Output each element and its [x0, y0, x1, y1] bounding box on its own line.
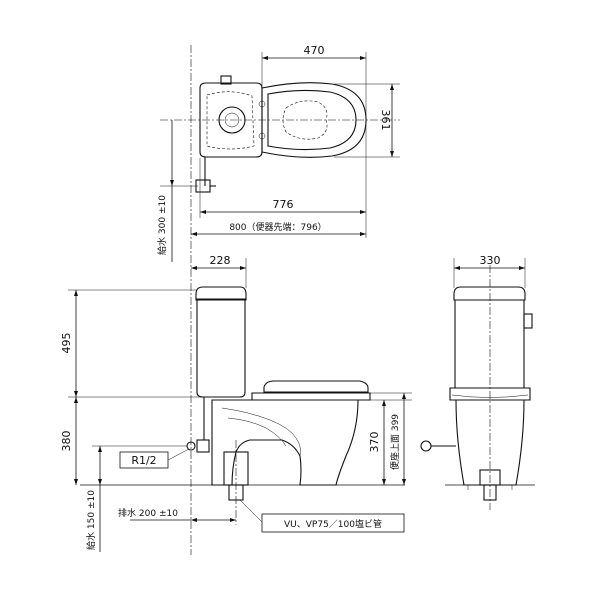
plan-view: 470 361 776 800（便器先端：796） 給水 300 ±10	[156, 44, 400, 262]
dim-470-label: 470	[304, 44, 325, 57]
dim-drain200-arrow-r	[230, 518, 236, 522]
dim-361-label: 361	[379, 110, 392, 131]
plan-stop-valve	[195, 179, 211, 193]
dim-800-arrow-r	[360, 232, 366, 236]
dim-361-arrow-t	[390, 84, 394, 90]
dim-supply300-label: 給水 300 ±10	[156, 195, 168, 255]
dim-380-arrow-t	[74, 397, 78, 403]
front-seat	[251, 392, 371, 401]
dim-495-label: 495	[60, 333, 73, 354]
plan-tank-lever	[220, 75, 232, 85]
plan-bowl-inner	[267, 89, 357, 151]
front-bowl-trap-inner	[227, 417, 287, 447]
dim-399-arrow-b	[402, 479, 406, 485]
dim-495-arrow-t	[74, 290, 78, 296]
dim-470-arrow-r	[360, 56, 366, 60]
dim-drain200-arrow-l	[191, 518, 197, 522]
plan-tank-inner-dashed	[206, 91, 255, 150]
side-tank-lever	[523, 313, 533, 329]
dim-495-arrow-b	[74, 391, 78, 397]
front-tank	[195, 286, 247, 301]
dim-361-arrow-b	[390, 151, 394, 157]
dim-470-arrow-l	[262, 56, 268, 60]
dim-399-label: 便座上面 399	[389, 414, 401, 470]
dim-supply150-arrow	[98, 446, 102, 452]
dim-776-label: 776	[273, 198, 294, 211]
plan-seat-hinge-left	[258, 100, 266, 108]
dim-776-arrow-r	[360, 210, 366, 214]
plan-seat-hinge-right	[258, 132, 266, 140]
plan-tank-valve-inner	[224, 112, 240, 128]
callout-r12-leader	[167, 448, 190, 461]
plan-tank-valve	[218, 106, 246, 134]
side-supply-connector	[420, 440, 432, 452]
dim-228-arrow-l	[191, 266, 197, 270]
callout-pipe-box	[261, 513, 405, 533]
side-bowl	[455, 399, 525, 486]
front-stop-valve	[196, 439, 210, 453]
dim-800-label: 800（便器先端：796）	[229, 221, 326, 233]
callout-pipe-label: VU、VP75／100塩ビ管	[284, 518, 382, 530]
dim-399-arrow-t	[402, 393, 406, 399]
plan-bowl-water-dashed	[282, 100, 328, 140]
callout-pipe-leader	[239, 499, 263, 523]
plan-bowl	[261, 82, 367, 158]
side-drain-pipe	[483, 484, 497, 501]
side-view: 330	[420, 254, 535, 510]
dim-776-arrow-l	[200, 210, 206, 214]
front-bowl	[211, 399, 359, 486]
dim-330-label: 330	[480, 254, 501, 267]
dim-370-arrow-b	[382, 479, 386, 485]
dim-228-label: 228	[210, 254, 231, 267]
dim-800-arrow-l	[191, 232, 197, 236]
dim-380-arrow-b	[74, 479, 78, 485]
dim-supply150-arrow-b	[98, 479, 102, 485]
dim-330-arrow-l	[454, 266, 460, 270]
dim-370-label: 370	[368, 432, 381, 453]
dim-330-arrow-r	[519, 266, 525, 270]
side-tank-lid	[453, 286, 526, 301]
front-view: 228 495 380 給水 150 ±10 排水 200 ±10 R1/2	[60, 254, 412, 552]
dim-380-label: 380	[60, 431, 73, 452]
front-tank-body	[196, 299, 246, 398]
front-seat-lid	[263, 380, 369, 393]
dim-supply150-label: 給水 150 ±10	[85, 490, 97, 550]
dim-supply300-arrow	[170, 180, 174, 186]
front-bowl-trap	[221, 407, 301, 457]
dim-drain200-label: 排水 200 ±10	[118, 507, 178, 519]
callout-r12-label: R1/2	[131, 454, 156, 467]
dim-370-arrow-t	[382, 400, 386, 406]
side-tank-body	[454, 299, 525, 389]
side-seat	[449, 387, 531, 401]
dim-228-arrow-r	[240, 266, 246, 270]
